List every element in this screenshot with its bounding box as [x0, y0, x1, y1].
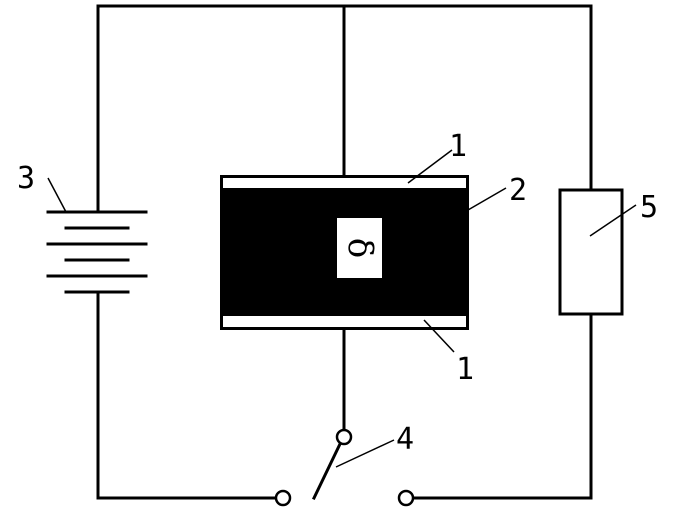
- leader-line-2: [467, 187, 507, 211]
- switch-left-terminal: [274, 489, 292, 507]
- switch: [274, 428, 415, 507]
- leader-line-1-top: [407, 149, 453, 184]
- gap-symbol: δ: [340, 238, 380, 258]
- top-electrode: [223, 178, 466, 188]
- switch-right-terminal: [397, 489, 415, 507]
- sample-assembly: δ: [220, 175, 469, 330]
- gap-window: [337, 218, 382, 278]
- switch-blade: [311, 441, 343, 501]
- leader-line-4: [335, 439, 395, 468]
- label-load: 5: [640, 190, 658, 225]
- label-electrode-top: 1: [449, 129, 467, 164]
- load-resistor: [558, 188, 624, 316]
- label-battery: 3: [17, 161, 35, 196]
- label-electrode-bottom: 1: [456, 352, 474, 387]
- leader-line-3: [47, 177, 67, 213]
- label-switch: 4: [396, 422, 414, 457]
- leader-line-5: [589, 204, 637, 237]
- leader-line-1-bottom: [423, 319, 455, 353]
- bottom-electrode: [223, 316, 466, 327]
- battery: [46, 210, 148, 294]
- switch-pivot-terminal: [335, 428, 353, 446]
- label-dielectric: 2: [509, 173, 527, 208]
